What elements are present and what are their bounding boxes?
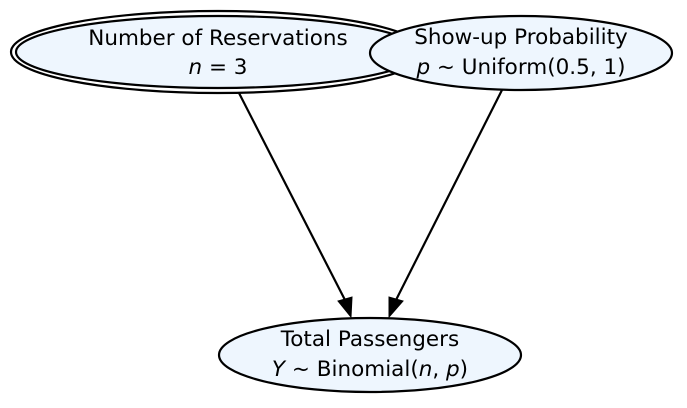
reservations-formula: n = 3: [188, 55, 247, 80]
formula-part: p: [445, 357, 460, 382]
node-show-up-probability[interactable]: [368, 14, 674, 92]
reservations-title: Number of Reservations: [88, 26, 348, 51]
formula-part: ~ Binomial(: [285, 357, 419, 382]
node-shape: [217, 316, 523, 394]
formula-part: = 3: [202, 55, 247, 80]
formula-part: ): [460, 357, 468, 382]
formula-part: ~ Uniform(0.5, 1): [430, 55, 625, 80]
edge-reservations-to-passengers: [238, 92, 346, 301]
arrowhead-reservations-to-passengers: [337, 296, 353, 319]
node-total-passengers[interactable]: [217, 316, 523, 394]
formula-part: p: [415, 55, 430, 80]
formula-part: n: [188, 55, 202, 80]
showup-formula: p ~ Uniform(0.5, 1): [415, 55, 625, 80]
passengers-formula: Y ~ Binomial(n, p): [272, 357, 468, 382]
formula-part: Y: [272, 357, 287, 382]
node-shape: [368, 14, 674, 92]
formula-part: ,: [432, 357, 446, 382]
passengers-title: Total Passengers: [280, 327, 459, 352]
arrowhead-showup-to-passengers: [388, 296, 404, 319]
edge-showup-to-passengers: [395, 89, 503, 301]
showup-title: Show-up Probability: [414, 25, 628, 50]
formula-part: n: [419, 357, 433, 382]
node-number-of-reservations[interactable]: [9, 9, 427, 95]
